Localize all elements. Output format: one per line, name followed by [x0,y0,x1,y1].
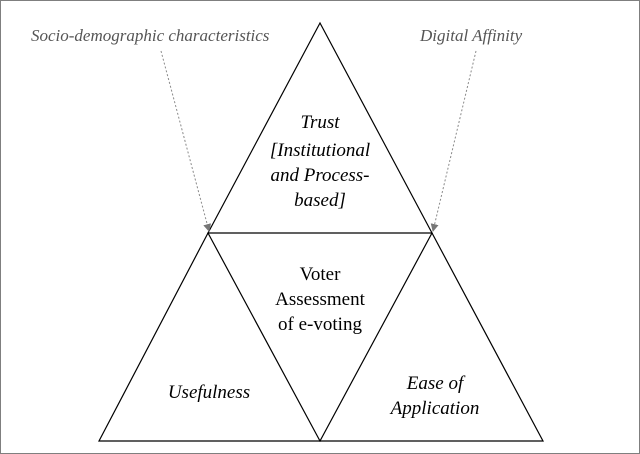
right-triangle [318,231,545,442]
influence-arrow-left [160,50,212,232]
influence-arrow-right [430,50,477,232]
left-triangle [98,231,322,442]
ease-of-application-label: Ease of Application [390,373,480,419]
digital-affinity-label: Digital Affinity [420,26,523,45]
voter-assessment-label: Voter Assessment of e-voting [275,264,365,335]
trust-title: Trust [300,112,340,133]
socio-demographic-label: Socio-demographic characteristics [31,26,270,45]
usefulness-label: Usefulness [167,382,251,403]
trust-subtitle: [Institutional and Process- based] [269,140,371,211]
top-triangle [207,21,433,234]
